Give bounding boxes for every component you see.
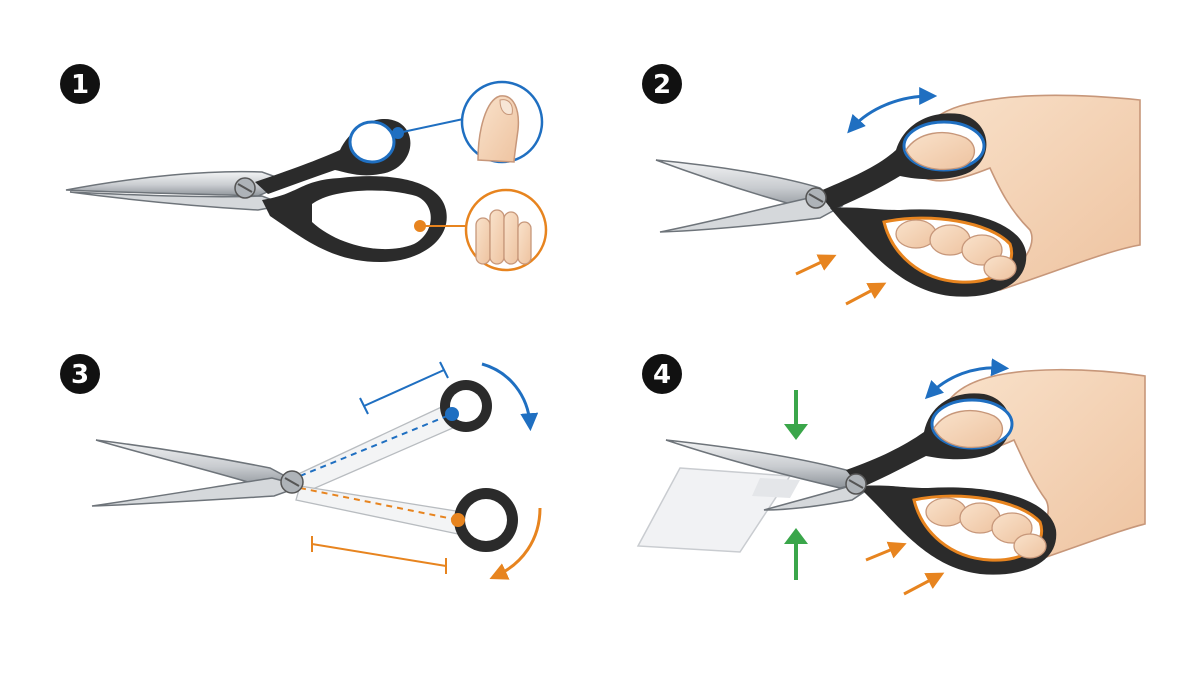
lever-length-bracket-upper <box>360 362 448 414</box>
panel-step-3: 3 <box>60 354 540 576</box>
scissors-blade-upper <box>66 172 290 196</box>
pivot-screw <box>846 474 866 494</box>
step-badge-1: 1 <box>60 64 100 104</box>
push-arrow-icon <box>796 258 830 274</box>
panel-step-4: 4 <box>638 354 1145 594</box>
pivot-screw <box>806 188 826 208</box>
step-badge-4: 4 <box>642 354 682 394</box>
scissors-held <box>656 113 1026 296</box>
push-arrow-icon <box>904 576 938 594</box>
press-down-arrow-icon <box>784 390 808 440</box>
scissors-closed <box>66 119 447 262</box>
scissors-open <box>92 380 518 552</box>
pivot-screw <box>235 178 255 198</box>
pivot-screw <box>281 471 303 493</box>
press-up-arrow-icon <box>784 528 808 580</box>
thumb-callout <box>392 82 542 162</box>
scissors-blade-lower <box>92 478 302 506</box>
push-arrow-icon <box>866 546 900 560</box>
svg-text:3: 3 <box>71 360 89 390</box>
panel-step-1: 1 <box>60 64 546 270</box>
push-arrow-icon <box>846 286 880 304</box>
svg-text:2: 2 <box>653 70 671 100</box>
svg-text:4: 4 <box>653 360 671 390</box>
lever-length-bracket-lower <box>312 536 446 574</box>
svg-text:1: 1 <box>71 70 89 100</box>
step-badge-2: 2 <box>642 64 682 104</box>
scissors-handle-thumb <box>440 380 492 432</box>
step-badge-3: 3 <box>60 354 100 394</box>
panel-step-2: 2 <box>642 64 1140 304</box>
